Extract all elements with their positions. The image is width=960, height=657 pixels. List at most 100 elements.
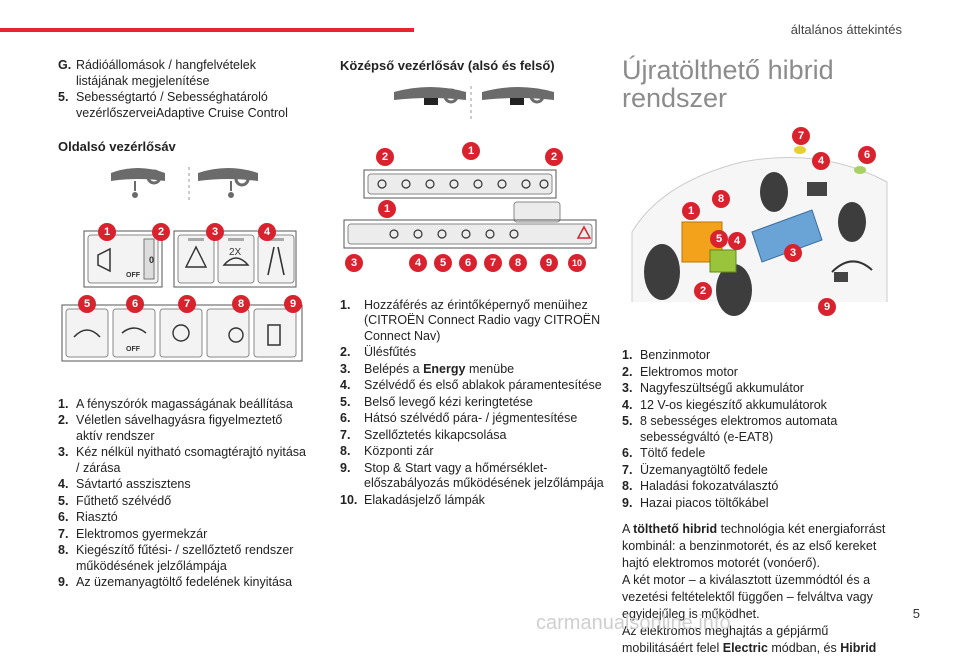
page-title: Újratölthető hibrid rendszer	[622, 56, 897, 112]
page-title-line2: rendszer	[622, 83, 728, 113]
list-item: 5.Sebességtartó / Sebességhatároló vezér…	[58, 90, 308, 121]
btn-zero-label: 0	[149, 255, 154, 265]
list-item: 3.Nagyfeszültségű akkumulátor	[622, 381, 897, 397]
list-item: 9. Stop & Start vagy a hőmérséklet-elősza…	[340, 461, 610, 492]
header-accent-bar	[0, 28, 414, 32]
item-text: Haladási fokozatválasztó	[640, 479, 779, 493]
item-text: Az üzemanyagtöltő fedelének kinyitása	[76, 575, 293, 589]
item-key: 4.	[622, 397, 633, 412]
btn-off-label-2: OFF	[126, 346, 141, 353]
item-text: Elakadásjelző lámpák	[364, 492, 485, 507]
callout-badge: 8	[232, 294, 250, 313]
item-text: Stop & Start vagy a hőmérséklet-előszabá…	[364, 460, 604, 491]
page-number: 5	[912, 606, 920, 621]
item-text: A fényszórók magasságának beállítása	[76, 396, 293, 411]
list-item: 4. Sávtartó asszisztens	[58, 477, 308, 493]
list-item: G. Rádióállomások / hangfelvételek listáj…	[58, 58, 308, 89]
item-key: 9.	[58, 575, 69, 589]
btn-2x-label: 2X	[229, 247, 242, 258]
item-text: Szellőztetés kikapcsolása	[364, 427, 507, 442]
para-text: technológia két energiaforrást kombinál:…	[622, 522, 886, 570]
callout-badge: 1	[682, 202, 700, 220]
list-item: 1. A fényszórók magasságának beállítása	[58, 397, 308, 413]
item-text: Nagyfeszültségű akkumulátor	[640, 381, 804, 395]
callout-badge: 2	[694, 282, 712, 300]
section-title-center: Középső vezérlősáv (alsó és felső)	[340, 58, 555, 73]
list-item: 10.Elakadásjelző lámpák	[340, 493, 610, 509]
list-item: 2. Ülésfűtés	[340, 345, 610, 361]
callout-badge: 8	[712, 190, 730, 208]
list-item: 4. 12 V-os kiegészítő akkumulátorok	[622, 398, 897, 414]
list-item: 8.Központi zár	[340, 444, 610, 460]
list-item: 6. Riasztó	[58, 510, 308, 526]
callout-badge: 2	[152, 222, 170, 241]
callout-badge: 7	[792, 127, 810, 145]
callout-badge: 5	[710, 230, 728, 248]
callout-badge: 9	[818, 298, 836, 316]
callout-badge: 1	[462, 141, 480, 160]
item-key: 6.	[58, 510, 69, 524]
list-item: 9. Az üzemanyagtöltő fedelének kinyitása	[58, 575, 308, 591]
list-item: 7.Üzemanyagtöltő fedele	[622, 463, 897, 479]
para-text: módban, és	[767, 641, 841, 655]
item-text: Kéz nélkül nyitható csomagtérajtó nyitás…	[76, 445, 306, 475]
item-text: Elektromos gyermekzár	[76, 526, 208, 541]
callout-badge: 7	[484, 253, 502, 272]
list-item: 1.Hozzáférés az érintőképernyő menüihez …	[340, 298, 610, 345]
para-text: A két motor – a kiválasztott üzemmódtól …	[622, 573, 873, 621]
list-item: 8. Kiegészítő fűtési- / szellőztető rends…	[58, 543, 308, 574]
item-text-post: menübe	[465, 361, 515, 376]
item-key: 8.	[58, 543, 69, 557]
list-item: 8.Haladási fokozatválasztó	[622, 479, 897, 495]
side-panel-illustration: OFF 0 2X OFF 1 2 3 4 5 6 7 8 9	[58, 165, 308, 365]
item-key: 9.	[340, 460, 351, 475]
hybrid-system-illustration: 7 4 6 1 8 5 4 3 2 9	[622, 122, 897, 322]
center-panel-svg	[343, 85, 597, 248]
item-text: Benzinmotor	[640, 348, 711, 362]
item-text: Ülésfűtés	[364, 345, 417, 359]
item-key: 9.	[622, 495, 633, 510]
item-key: 8.	[340, 444, 351, 458]
item-key: 2.	[58, 413, 69, 427]
para-bold: Electric	[722, 641, 768, 655]
item-text: Belépés a Energy menübe	[364, 362, 610, 378]
list-item: 1.Benzinmotor	[622, 348, 897, 364]
callout-badge: 3	[784, 244, 802, 262]
hybrid-list: 1.Benzinmotor 2.Elektromos motor 3.Nagyf…	[622, 348, 897, 511]
item-key: 2.	[622, 364, 633, 379]
list-item: 5.8 sebességes elektromos automata sebes…	[622, 414, 897, 445]
item-text: 12 V-os kiegészítő akkumulátorok	[640, 397, 827, 412]
list-item: 6.Hátsó szélvédő pára- / jégmentesítése	[340, 411, 610, 427]
item-key: G.	[58, 58, 72, 72]
btn-off-label: OFF	[126, 272, 141, 279]
item-key: 2.	[340, 345, 351, 359]
item-key: 5.	[58, 493, 69, 508]
item-text: Belső levegő kézi keringtetése	[364, 394, 533, 409]
item-key: 1.	[58, 396, 69, 411]
item-text: Hátsó szélvédő pára- / jégmentesítése	[364, 411, 578, 425]
item-text: Fűthető szélvédő	[76, 493, 172, 508]
car-top-icon-right	[198, 167, 258, 198]
callout-badge: 6	[126, 294, 144, 313]
item-text: Rádióállomások / hangfelvételek listáján…	[76, 58, 256, 88]
item-text: Riasztó	[76, 510, 118, 524]
item-text-bold: Energy	[423, 361, 466, 376]
center-list: 1.Hozzáférés az érintőképernyő menüihez …	[340, 298, 610, 509]
list-item: 9. Hazai piacos töltőkábel	[622, 496, 897, 512]
item-text: Szélvédő és első ablakok páramentesítése	[364, 378, 602, 392]
item-text: Hazai piacos töltőkábel	[640, 495, 769, 510]
column-right: Újratölthető hibrid rendszer 7 4 6 1 8 5…	[622, 56, 897, 657]
item-key: 7.	[622, 462, 633, 477]
item-text: Sávtartó asszisztens	[76, 477, 191, 491]
column-left: G. Rádióállomások / hangfelvételek listáj…	[58, 58, 308, 592]
callout-badge: 6	[858, 146, 876, 164]
running-head: általános áttekintés	[790, 22, 902, 37]
car-top-icon-left	[111, 167, 165, 198]
item-text: Kiegészítő fűtési- / szellőztető rendsze…	[76, 543, 294, 573]
item-key: 4.	[58, 477, 69, 491]
item-key: 5.	[622, 414, 633, 428]
callout-badge: 4	[258, 222, 276, 241]
side-list: 1. A fényszórók magasságának beállítása 2…	[58, 397, 308, 591]
callout-badge: 9	[284, 294, 302, 313]
callout-badge: 4	[812, 152, 830, 170]
